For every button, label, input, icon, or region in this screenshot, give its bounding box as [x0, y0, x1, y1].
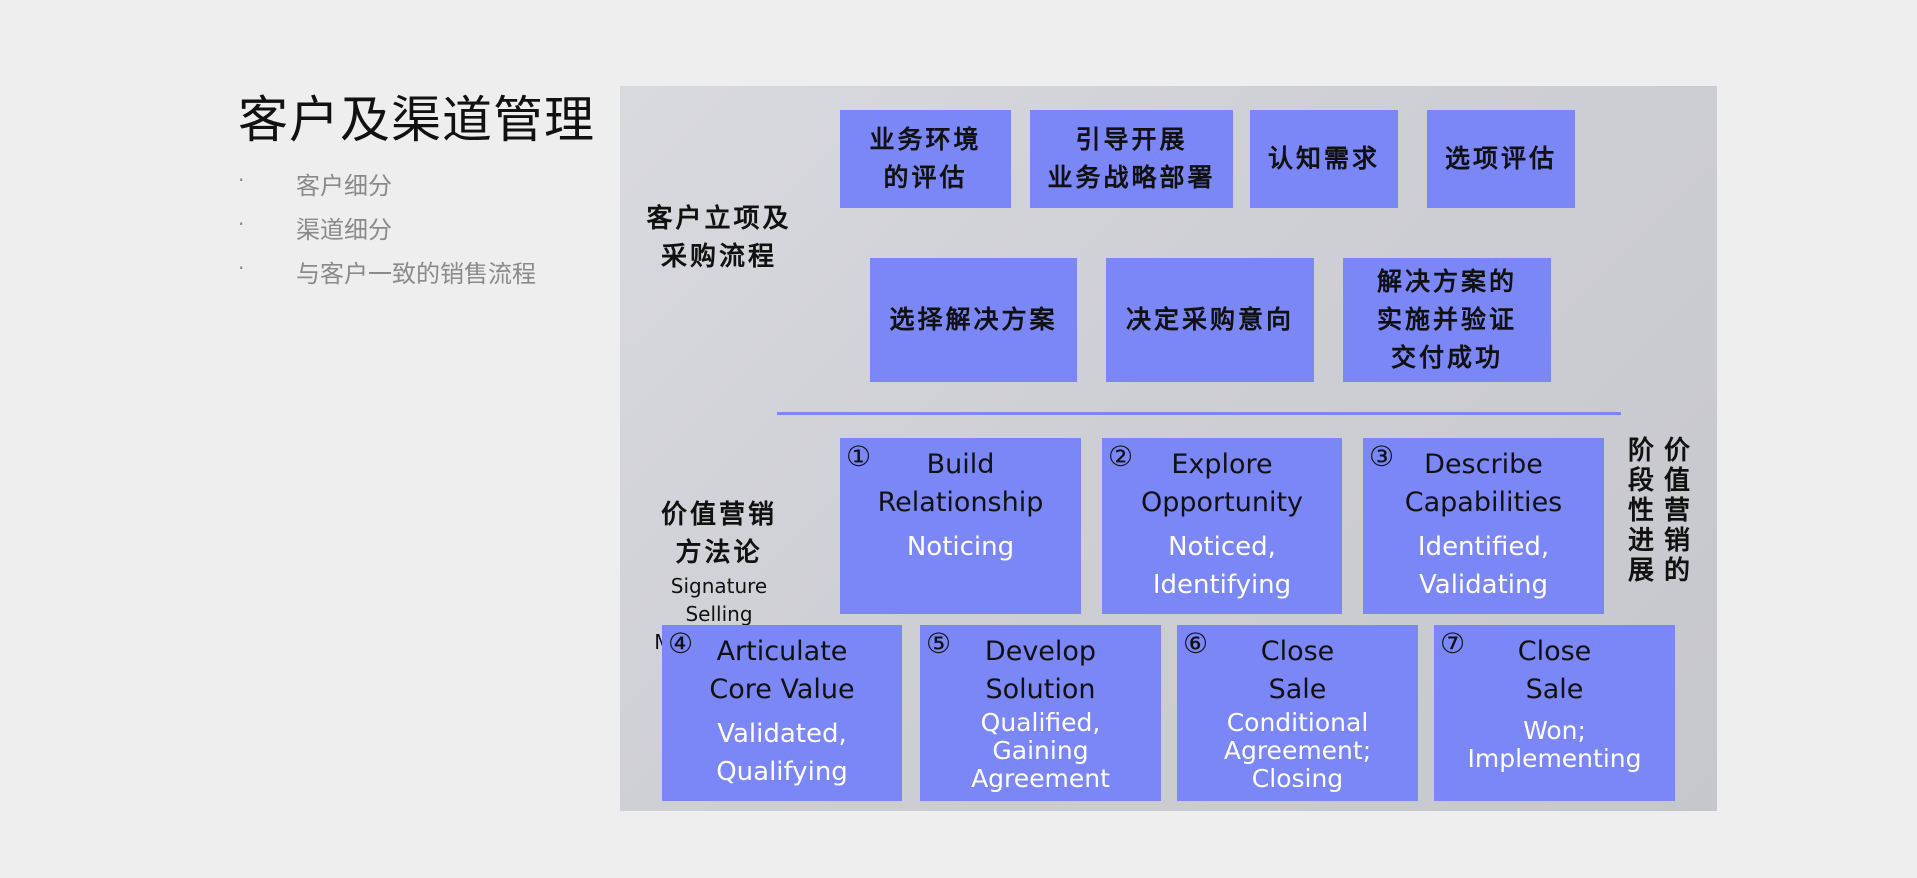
stage-title: Develop Solution	[984, 636, 1097, 705]
sales-process-diagram: 客户立项及 采购流程 业务环境 的评估 引导开展 业务战略部署 认知需求 选项评…	[620, 86, 1717, 811]
procurement-step-2: 引导开展 业务战略部署	[1030, 110, 1233, 208]
procurement-step-6: 决定采购意向	[1106, 258, 1314, 382]
stage-title: Close Sale	[1517, 636, 1592, 705]
procurement-label: 客户立项及 采购流程	[646, 204, 792, 272]
stage-number: ⑦	[1440, 627, 1466, 660]
stage-status: Validated, Qualifying	[716, 719, 848, 787]
stage-box-1: ① Build Relationship Noticing	[840, 438, 1081, 614]
bullet-text: 渠道细分	[296, 216, 392, 244]
procurement-step-7: 解决方案的 实施并验证 交付成功	[1343, 258, 1551, 382]
stage-box-6: ⑥ Close Sale Conditional Agreement; Clos…	[1177, 625, 1418, 801]
stage-number: ⑤	[926, 627, 952, 660]
stage-box-2: ② Explore Opportunity Noticed, Identifyi…	[1102, 438, 1342, 614]
stage-status: Qualified, Gaining Agreement	[971, 708, 1110, 793]
stage-box-4: ④ Articulate Core Value Validated, Quali…	[662, 625, 902, 801]
stage-number: ④	[668, 627, 694, 660]
bullet-mark: ·	[238, 212, 245, 236]
bullet-text: 与客户一致的销售流程	[296, 260, 536, 288]
stage-status: Noticed, Identifying	[1152, 532, 1292, 600]
stage-title: Describe Capabilities	[1404, 449, 1563, 518]
procurement-step-5: 选择解决方案	[870, 258, 1077, 382]
stage-status: Identified, Validating	[1417, 532, 1550, 600]
stage-status: Conditional Agreement; Closing	[1223, 708, 1372, 793]
stage-box-7: ⑦ Close Sale Won; Implementing	[1434, 625, 1675, 801]
vertical-label-col-2: 阶 段 性 进 展	[1627, 436, 1654, 586]
stage-number: ③	[1369, 440, 1395, 473]
stage-title: Articulate Core Value	[709, 636, 855, 705]
stage-title: Close Sale	[1260, 636, 1335, 705]
methodology-label-cn: 价值营销 方法论	[660, 500, 777, 568]
procurement-step-1: 业务环境 的评估	[840, 110, 1011, 208]
stage-box-3: ③ Describe Capabilities Identified, Vali…	[1363, 438, 1604, 614]
stage-number: ⑥	[1183, 627, 1209, 660]
bullet-text: 客户细分	[296, 172, 392, 200]
page-title: 客户及渠道管理	[238, 91, 595, 149]
stage-title: Build Relationship	[877, 449, 1044, 518]
stage-status: Won; Implementing	[1467, 716, 1642, 773]
procurement-step-3: 认知需求	[1250, 110, 1398, 208]
stage-progress-label: 价 值 营 销 的 阶 段 性 进 展	[1623, 436, 1695, 586]
procurement-step-4: 选项评估	[1427, 110, 1575, 208]
stage-status: Noticing	[906, 532, 1015, 562]
stage-box-5: ⑤ Develop Solution Qualified, Gaining Ag…	[920, 625, 1161, 801]
bullet-mark: ·	[238, 168, 245, 192]
stage-number: ①	[846, 440, 872, 473]
bullet-mark: ·	[238, 256, 245, 280]
section-divider	[777, 412, 1621, 415]
vertical-label-col-1: 价 值 营 销 的	[1663, 436, 1690, 586]
stage-number: ②	[1108, 440, 1134, 473]
stage-title: Explore Opportunity	[1140, 449, 1304, 518]
